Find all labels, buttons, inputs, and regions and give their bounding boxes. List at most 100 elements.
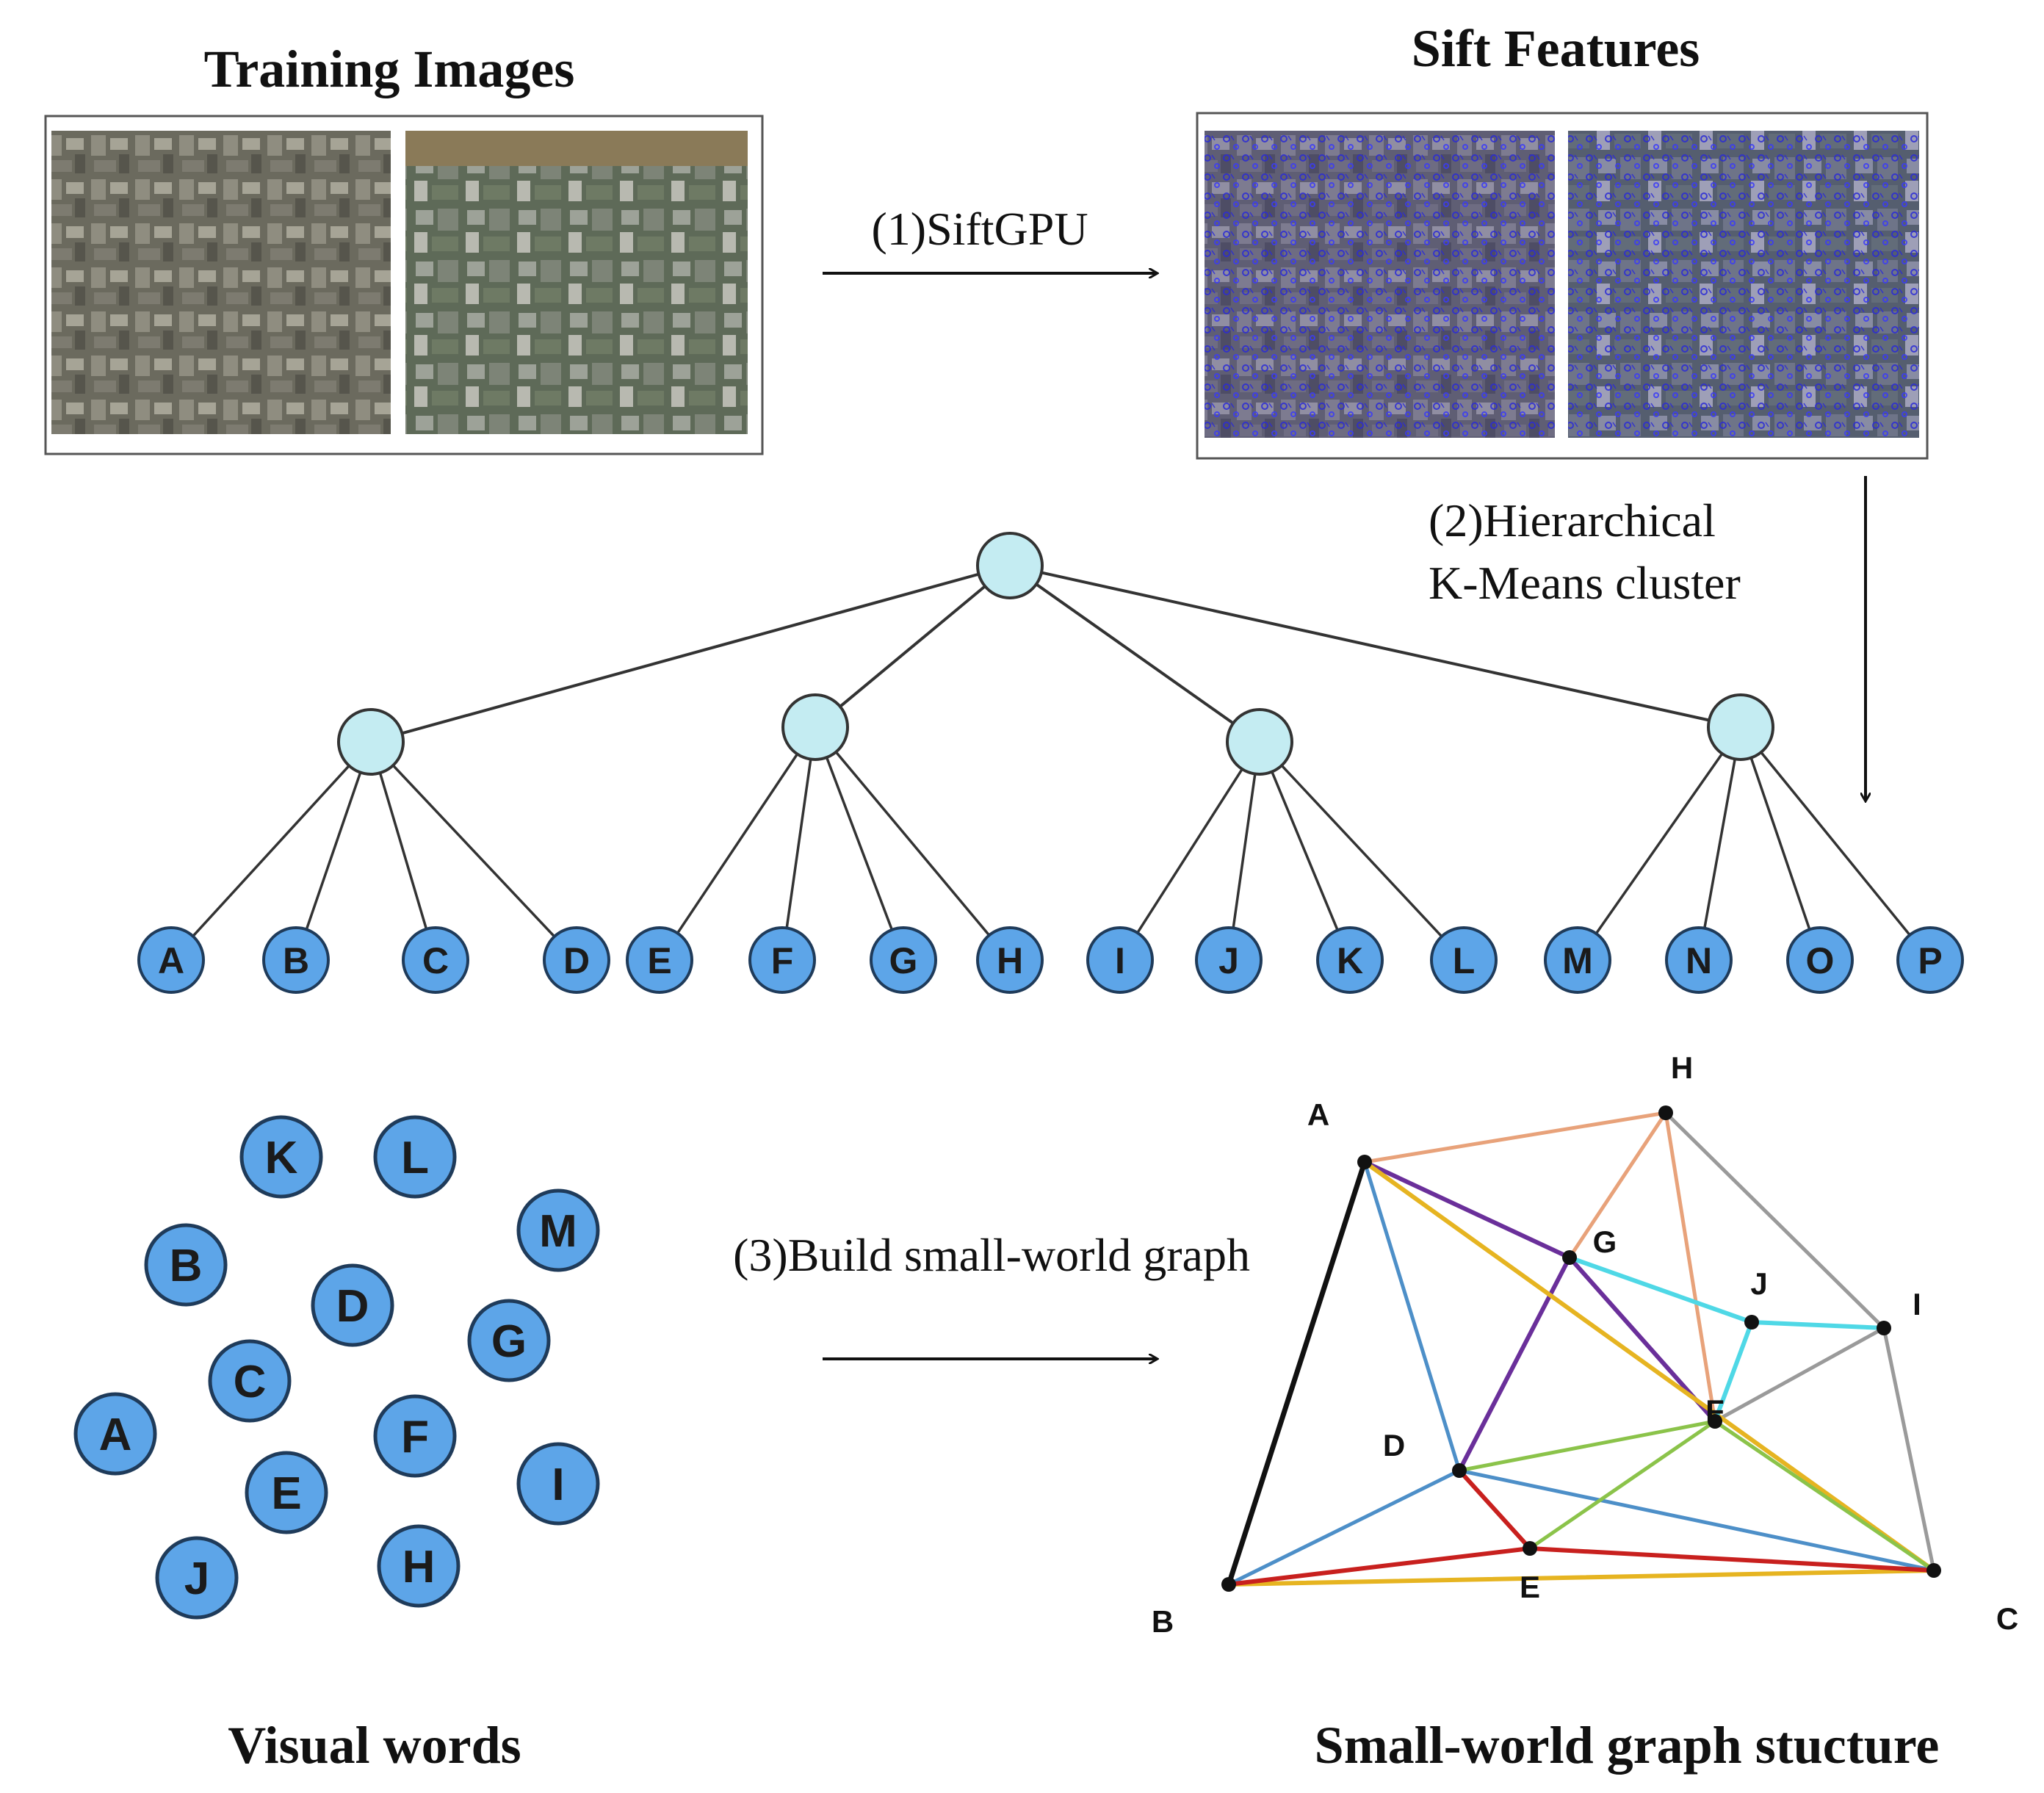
- graph-vertex-label: E: [1520, 1570, 1540, 1604]
- visual-word-node: [516, 1188, 600, 1272]
- visual-word-label: B: [170, 1241, 203, 1291]
- graph-vertex: [1523, 1541, 1537, 1556]
- tree-leaf-label: G: [889, 940, 918, 981]
- tree-leaf-node: [1896, 926, 1964, 994]
- visual-word-label: F: [401, 1412, 429, 1462]
- tree-leaf-label: J: [1218, 940, 1239, 981]
- visual-word-node: [377, 1524, 461, 1608]
- visual-word-label: M: [539, 1206, 577, 1257]
- tree-leaf-node: [1786, 926, 1854, 994]
- visual-word-label: D: [336, 1281, 369, 1332]
- visual-word-label: E: [271, 1468, 301, 1519]
- graph-edge: [1227, 1468, 1462, 1587]
- graph-edge: [1567, 1255, 1754, 1324]
- tree-leaf-node: [402, 926, 469, 994]
- tree-leaf-label: E: [647, 940, 671, 981]
- tree-leaf-node: [262, 926, 330, 994]
- graph-edge: [1362, 1111, 1668, 1164]
- graph-vertex-label: I: [1913, 1287, 1921, 1321]
- graph-vertex: [1926, 1563, 1941, 1578]
- tree-leaf-label: D: [563, 940, 590, 981]
- training-images-title: Training Images: [204, 40, 575, 98]
- tree-leaf-label: I: [1115, 940, 1125, 981]
- graph-edge: [1528, 1419, 1717, 1551]
- graph-vertex: [1562, 1250, 1577, 1265]
- sift-features-panel: [1196, 112, 1929, 460]
- graph-edge: [1227, 1568, 1936, 1587]
- tree-leaf-node: [748, 926, 816, 994]
- visual-word-label: H: [402, 1542, 436, 1592]
- tree-cluster-node: [1707, 693, 1774, 761]
- graph-edge: [1226, 1159, 1368, 1587]
- graph-vertex: [1877, 1321, 1891, 1335]
- graph-edge: [1567, 1111, 1668, 1260]
- graph-edge: [1713, 1419, 1936, 1573]
- tree-edge: [1697, 726, 1742, 961]
- tree-leaf-node: [870, 926, 937, 994]
- tree-leaf-label: L: [1453, 940, 1476, 981]
- graph-vertex-label: J: [1750, 1266, 1767, 1301]
- visual-word-node: [239, 1115, 323, 1199]
- sift-features-title: Sift Features: [1412, 19, 1700, 78]
- graph-vertex: [1658, 1105, 1673, 1120]
- tree-root-node: [976, 532, 1044, 599]
- graph-vertex-label: H: [1671, 1050, 1693, 1085]
- tree-leaf-label: N: [1686, 940, 1712, 981]
- tree-cluster-node: [337, 708, 405, 776]
- graph-vertex-label: B: [1152, 1604, 1174, 1639]
- tree-edge: [369, 741, 437, 961]
- tree-leaf-label: O: [1806, 940, 1835, 981]
- tree-leaf-node: [976, 926, 1044, 994]
- tree-leaf-label: B: [283, 940, 309, 981]
- visual-words-title: Visual words: [228, 1716, 521, 1775]
- visual-word-node: [245, 1451, 328, 1534]
- step2-label-line2: K-Means cluster: [1429, 557, 1741, 609]
- tree-leaf-label: P: [1918, 940, 1942, 981]
- tree-leaf-node: [1665, 926, 1733, 994]
- graph-edge: [1457, 1468, 1936, 1573]
- tree-leaf-label: F: [771, 940, 794, 981]
- graph-edge: [1713, 1320, 1754, 1424]
- graph-vertex: [1452, 1463, 1467, 1478]
- tree-edge: [1576, 726, 1742, 962]
- graph-vertex-label: F: [1705, 1393, 1725, 1428]
- tree-leaf-node: [626, 926, 693, 994]
- graph-edge: [1749, 1320, 1886, 1330]
- tree-edge: [658, 726, 817, 961]
- graph-structure-title: Small-world graph stucture: [1315, 1716, 1940, 1775]
- tree-leaf-label: A: [158, 940, 184, 981]
- tree-edge: [1008, 564, 1261, 743]
- graph-vertex-label: G: [1593, 1224, 1617, 1259]
- tree-leaf-node: [1316, 926, 1384, 994]
- graph-vertex: [1744, 1315, 1759, 1330]
- tree-leaf-node: [1195, 926, 1263, 994]
- graph-edge: [1457, 1255, 1572, 1473]
- step2-label-line1: (2)Hierarchical: [1429, 494, 1716, 546]
- training-image-2: [405, 131, 748, 434]
- visual-word-node: [373, 1394, 457, 1478]
- visual-word-node: [467, 1299, 551, 1382]
- tree-edge: [1258, 740, 1465, 962]
- visual-word-node: [516, 1442, 600, 1526]
- tree-edge: [1009, 564, 1741, 729]
- tree-edge: [370, 564, 1011, 743]
- tree-edge: [781, 726, 817, 961]
- tree-leaf-node: [1086, 926, 1154, 994]
- tree-edge: [1227, 741, 1261, 961]
- graph-vertex: [1708, 1414, 1722, 1429]
- tree-leaf-label: K: [1337, 940, 1363, 981]
- tree-edge: [170, 740, 372, 962]
- graph-vertex-label: C: [1996, 1601, 2018, 1636]
- tree-leaf-label: M: [1562, 940, 1593, 981]
- tree-edge: [369, 740, 578, 962]
- tree-cluster-node: [1226, 708, 1293, 776]
- graph-edge: [1457, 1419, 1717, 1473]
- graph-edge: [1362, 1160, 1572, 1260]
- tree-edge: [814, 726, 905, 961]
- visual-word-node: [208, 1339, 292, 1423]
- graph-edge: [1882, 1326, 1936, 1573]
- visual-word-node: [73, 1392, 157, 1476]
